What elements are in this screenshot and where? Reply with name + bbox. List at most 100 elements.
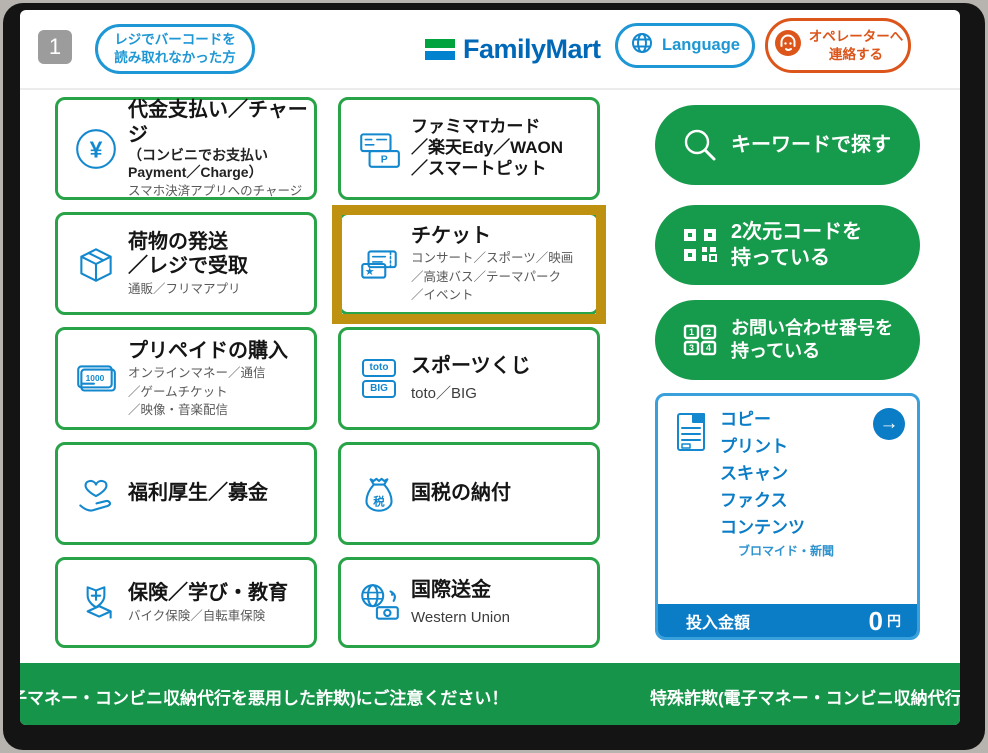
- cards-icon: P: [351, 126, 407, 172]
- svg-text:税: 税: [373, 494, 385, 508]
- step-number-badge: 1: [38, 30, 72, 64]
- qr-code-button[interactable]: 2次元コードを 持っている: [655, 205, 920, 285]
- menu-card-parcel[interactable]: 荷物の発送 ／レジで受取 通販／フリマアプリ: [55, 212, 317, 315]
- card-note: ／イベント: [411, 287, 474, 302]
- svg-text:4: 4: [706, 343, 711, 353]
- card-note: バイク保険／自転車保険: [128, 608, 266, 623]
- search-icon: [675, 125, 725, 165]
- card-note: toto／BIG: [411, 384, 477, 402]
- service-contents: コンテンツ: [720, 518, 805, 537]
- copier-icon: [670, 408, 714, 459]
- svg-text:¥: ¥: [90, 136, 103, 162]
- svg-text:1: 1: [689, 327, 694, 337]
- menu-card-national-tax[interactable]: 税 国税の納付: [338, 442, 600, 545]
- amount-value: 0: [868, 605, 883, 636]
- menu-card-ticket[interactable]: ★ チケット コンサート／スポーツ／映画 ／高速バス／テーマパーク ／イベント: [338, 212, 600, 315]
- globe-money-icon: [351, 580, 407, 626]
- card-note: 通販／フリマアプリ: [128, 281, 241, 296]
- yen-circle-icon: ¥: [68, 126, 124, 172]
- svg-text:1000: 1000: [86, 373, 105, 383]
- card-title: プリペイドの購入: [128, 339, 288, 362]
- card-note: ／ゲームチケット: [128, 384, 228, 399]
- svg-text:P: P: [381, 154, 388, 165]
- service-fax: ファクス: [720, 491, 788, 510]
- qr-code-icon: [675, 225, 725, 265]
- barcode-button-line1: レジでバーコードを: [114, 32, 236, 48]
- contact-operator-button[interactable]: オペレーターへ 連絡する: [765, 18, 911, 73]
- card-title: ／楽天Edy／WAON: [411, 138, 564, 158]
- menu-card-international-remittance[interactable]: 国際送金 Western Union: [338, 557, 600, 648]
- menu-card-payment-charge[interactable]: ¥ 代金支払い／チャージ （コンビニでお支払い Payment／Charge） …: [55, 97, 317, 200]
- toto-big-logos-icon: toto BIG: [351, 359, 407, 398]
- card-title: 福利厚生／募金: [128, 482, 268, 505]
- menu-card-prepaid[interactable]: 1000 プリペイドの購入 オンラインマネー／通信 ／ゲームチケット ／映像・音…: [55, 327, 317, 430]
- card-subtitle: （コンビニでお支払い: [128, 146, 268, 163]
- copy-print-panel[interactable]: コピー プリント スキャン ファクス コンテンツ ブロマイド・新聞 → 投入金額…: [655, 393, 920, 640]
- keyword-search-label: キーワードで探す: [731, 134, 891, 156]
- barcode-button-line2: 読み取れなかった方: [114, 50, 236, 65]
- language-button-label: Language: [662, 36, 740, 54]
- inquiry-button-line2: 持っている: [731, 341, 821, 361]
- familymart-logo-text: FamilyMart: [463, 34, 601, 64]
- service-copy: コピー: [720, 410, 771, 429]
- keyword-search-button[interactable]: キーワードで探す: [655, 105, 920, 185]
- card-note: スマホ決済アプリへのチャージ: [128, 183, 303, 198]
- toto-logo: toto: [361, 359, 397, 377]
- card-title: チケット: [411, 224, 491, 247]
- amount-unit: 円: [887, 612, 901, 629]
- big-logo: BIG: [362, 380, 396, 398]
- card-note: Western Union: [411, 608, 510, 626]
- barcode-not-read-button[interactable]: レジでバーコードを 読み取れなかった方: [95, 24, 255, 74]
- card-title: 荷物の発送: [128, 230, 228, 253]
- service-print: プリント: [720, 437, 788, 456]
- parcel-box-icon: [68, 241, 124, 287]
- card-subtitle: Payment／Charge）: [128, 163, 263, 180]
- globe-icon: [630, 31, 654, 60]
- familymart-logo-bars-icon: [425, 39, 455, 60]
- menu-card-welfare-donation[interactable]: 福利厚生／募金: [55, 442, 317, 545]
- language-button[interactable]: Language: [615, 23, 755, 68]
- marquee-text-left: 子マネー・コンビニ収納代行を悪用した詐欺)にご注意ください！: [20, 689, 509, 708]
- service-scan: スキャン: [720, 464, 788, 483]
- kiosk-screen: 1 レジでバーコードを 読み取れなかった方 FamilyMart Languag…: [20, 10, 960, 725]
- card-title: スポーツくじ: [411, 354, 531, 377]
- inserted-amount-bar: 投入金額 0 円: [658, 604, 917, 637]
- card-title: 国際送金: [411, 578, 491, 601]
- fraud-warning-marquee: 子マネー・コンビニ収納代行を悪用した詐欺)にご注意ください！ 特殊詐欺(電子マネ…: [20, 663, 960, 725]
- operator-button-line1: オペレーターへ: [808, 28, 904, 44]
- number-pad-icon: 1 2 3 4: [675, 320, 725, 360]
- familymart-logo: FamilyMart: [425, 34, 601, 65]
- card-title: ファミマTカード: [411, 117, 541, 137]
- operator-headset-icon: [773, 28, 803, 63]
- menu-card-insurance-education[interactable]: 保険／学び・教育 バイク保険／自転車保険: [55, 557, 317, 648]
- svg-text:★: ★: [364, 265, 374, 276]
- heart-in-hand-icon: [68, 471, 124, 517]
- marquee-text-right: 特殊詐欺(電子マネー・コンビニ収納代行を: [650, 689, 960, 708]
- card-note: コンサート／スポーツ／映画: [411, 251, 574, 266]
- card-title: 保険／学び・教育: [128, 582, 288, 605]
- prepaid-card-icon: 1000: [68, 356, 124, 402]
- qr-button-line2: 持っている: [731, 247, 830, 269]
- card-title: 代金支払い／チャージ: [128, 99, 308, 146]
- card-note: オンラインマネー／通信: [128, 366, 266, 381]
- card-note: ／高速バス／テーマパーク: [411, 269, 562, 284]
- card-title: ／スマートピット: [411, 158, 547, 178]
- tax-bag-icon: 税: [351, 471, 407, 517]
- inquiry-button-line1: お問い合わせ番号を: [731, 317, 893, 338]
- card-title: 国税の納付: [411, 482, 511, 505]
- svg-text:3: 3: [689, 343, 694, 353]
- card-title: ／レジで受取: [128, 255, 248, 278]
- menu-card-tcard-emoney[interactable]: P ファミマTカード ／楽天Edy／WAON ／スマートピット: [338, 97, 600, 200]
- qr-button-line1: 2次元コードを: [731, 221, 863, 243]
- amount-label: 投入金額: [686, 614, 751, 632]
- operator-button-line2: 連絡する: [829, 46, 883, 62]
- card-note: ／映像・音楽配信: [128, 402, 229, 417]
- svg-text:2: 2: [706, 327, 711, 337]
- insurance-education-icon: [68, 580, 124, 626]
- inquiry-number-button[interactable]: 1 2 3 4 お問い合わせ番号を 持っている: [655, 300, 920, 380]
- header-divider: [20, 88, 960, 90]
- service-note: ブロマイド・新聞: [738, 544, 835, 558]
- menu-card-sports-lottery[interactable]: toto BIG スポーツくじ toto／BIG: [338, 327, 600, 430]
- ticket-icon: ★: [351, 241, 407, 287]
- panel-arrow-icon[interactable]: →: [873, 408, 905, 440]
